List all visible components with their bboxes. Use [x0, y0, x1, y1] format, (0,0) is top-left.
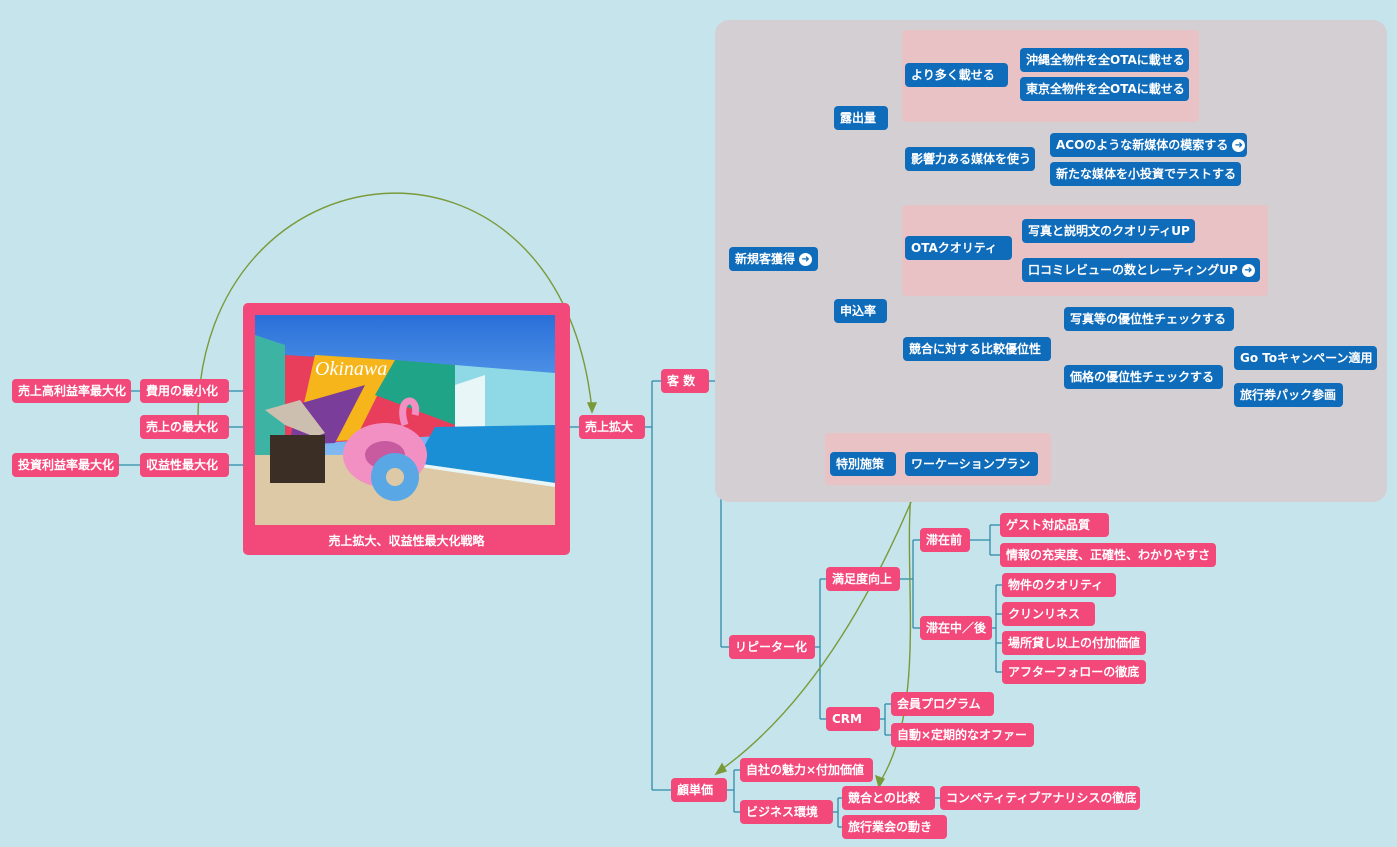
property-quality-node[interactable]: 物件のクオリティ [1002, 573, 1116, 597]
during-stay-node[interactable]: 滞在中／後 [920, 616, 992, 640]
unit-price-node[interactable]: 顧単価 [671, 778, 727, 802]
new-customer-label: 新規客獲得 [735, 252, 796, 266]
okinawa-listing-node[interactable]: 沖縄全物件を全OTAに載せる [1020, 48, 1189, 72]
tokyo-listing-node[interactable]: 東京全物件を全OTAに載せる [1020, 77, 1189, 101]
crm-node[interactable]: CRM [826, 707, 880, 731]
photo-caption: 売上拡大、収益性最大化戦略 [328, 534, 485, 548]
ota-quality-node[interactable]: OTAクオリティ [905, 236, 1012, 260]
profitability-node[interactable]: 収益性最大化 [140, 453, 229, 477]
goto-campaign-node[interactable]: Go Toキャンペーン適用 [1234, 346, 1377, 370]
competitive-advantage-node[interactable]: 競合に対する比較優位性 [903, 337, 1051, 361]
svg-text:Okinawa: Okinawa [315, 358, 387, 380]
special-measures-node[interactable]: 特別施策 [830, 452, 896, 476]
pool-illustration-icon: Okinawa [255, 335, 555, 525]
sales-maximize-node[interactable]: 売上の最大化 [140, 415, 229, 439]
appeal-value-node[interactable]: 自社の魅力×付加価値 [740, 758, 873, 782]
competitive-analysis-node[interactable]: コンペティティブアナリシスの徹底 [940, 786, 1140, 810]
new-media-node[interactable]: ACOのような新媒体の模索する➜ [1050, 133, 1247, 157]
guest-service-node[interactable]: ゲスト対応品質 [1000, 513, 1109, 537]
new-media-label: ACOのような新媒体の模索する [1056, 138, 1229, 152]
information-quality-node[interactable]: 情報の充実度、正確性、わかりやすさ [1000, 543, 1216, 567]
competitor-compare-node[interactable]: 競合との比較 [842, 786, 935, 810]
price-check-node[interactable]: 価格の優位性チェックする [1064, 365, 1223, 389]
media-test-node[interactable]: 新たな媒体を小投資でテストする [1050, 162, 1241, 186]
gross-margin-node[interactable]: 売上高利益率最大化 [12, 379, 131, 403]
travel-package-node[interactable]: 旅行券パック参画 [1234, 383, 1343, 407]
root-node-sales-expansion[interactable]: 売上拡大 [579, 415, 645, 439]
customer-count-node[interactable]: 客 数 [661, 369, 709, 393]
exposure-node[interactable]: 露出量 [834, 106, 888, 130]
review-node[interactable]: 口コミレビューの数とレーティングUP➜ [1022, 258, 1260, 282]
added-value-node[interactable]: 場所貸し以上の付加価値 [1002, 631, 1146, 655]
strategy-image-card[interactable]: Okinawa 売上拡大、収益性最大化戦略 [243, 303, 570, 555]
cleanliness-node[interactable]: クリンリネス [1002, 602, 1095, 626]
roi-node[interactable]: 投資利益率最大化 [12, 453, 119, 477]
new-customer-node[interactable]: 新規客獲得➜ [729, 247, 818, 271]
review-label: 口コミレビューの数とレーティングUP [1028, 263, 1238, 277]
membership-node[interactable]: 会員プログラム [891, 692, 994, 716]
cost-minimize-node[interactable]: 費用の最小化 [140, 379, 229, 403]
workation-plan-node[interactable]: ワーケーションプラン [905, 452, 1038, 476]
pool-photo: Okinawa [255, 315, 555, 525]
after-follow-node[interactable]: アフターフォローの徹底 [1002, 660, 1146, 684]
auto-offer-node[interactable]: 自動×定期的なオファー [891, 723, 1034, 747]
influential-media-node[interactable]: 影響力ある媒体を使う [905, 147, 1035, 171]
satisfaction-node[interactable]: 満足度向上 [826, 567, 900, 591]
more-listings-node[interactable]: より多く載せる [905, 63, 1008, 87]
photo-check-node[interactable]: 写真等の優位性チェックする [1064, 307, 1234, 331]
arrow-right-icon[interactable]: ➜ [1232, 139, 1246, 152]
before-stay-node[interactable]: 滞在前 [920, 528, 970, 552]
arrow-right-icon[interactable]: ➜ [799, 253, 813, 266]
repeater-node[interactable]: リピーター化 [729, 635, 815, 659]
industry-trend-node[interactable]: 旅行業会の動き [842, 815, 947, 839]
photo-quality-node[interactable]: 写真と説明文のクオリティUP [1022, 219, 1195, 243]
booking-rate-node[interactable]: 申込率 [834, 299, 887, 323]
arrow-right-icon[interactable]: ➜ [1241, 264, 1255, 277]
business-environment-node[interactable]: ビジネス環境 [740, 800, 833, 824]
